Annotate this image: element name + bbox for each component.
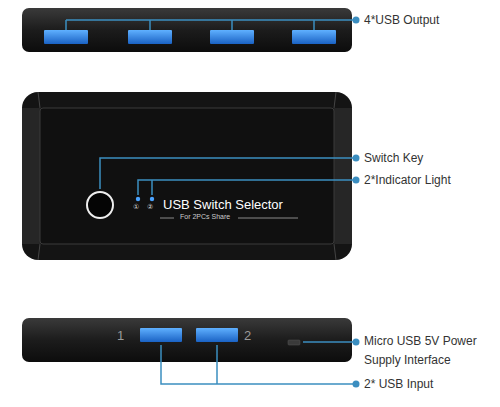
indicator-led [150, 197, 154, 201]
leader-dot [353, 177, 360, 184]
device-corner [38, 92, 336, 260]
device-edge [334, 108, 352, 244]
switch-face: ①② USB Switch SelectorFor 2PCs Share [40, 108, 334, 244]
switch-button [87, 192, 113, 218]
leader-dot [353, 339, 360, 346]
side-panel [22, 8, 352, 52]
usb-port [292, 30, 336, 44]
leader-dot [353, 17, 360, 24]
usb-port [196, 328, 238, 342]
micro-usb-port [288, 340, 300, 345]
input-panel: 12 [22, 318, 352, 362]
port-number: 2 [244, 328, 251, 344]
callout-label: 2*Indicator Light [364, 171, 451, 190]
callout-label: 2* USB Input [364, 375, 433, 394]
indicator-number: ② [147, 203, 153, 211]
leader-dot [353, 381, 360, 388]
leader-line [66, 20, 356, 30]
callout-label: Micro USB 5V Power Supply Interface [364, 332, 494, 370]
leader-line [303, 341, 356, 343]
device-edge [22, 108, 40, 244]
side-panel [22, 318, 352, 362]
usb-port [128, 30, 172, 44]
usb-port [44, 30, 88, 44]
indicator-led [136, 197, 140, 201]
callout-label: 4*USB Output [364, 11, 439, 30]
port-number: 1 [117, 328, 124, 344]
device-body [22, 92, 352, 260]
callout-label: Switch Key [364, 149, 423, 168]
usb-port [140, 328, 182, 342]
product-subtitle: For 2PCs Share [180, 213, 230, 221]
leader-dot [353, 155, 360, 162]
leader-lines [161, 342, 356, 384]
product-name: USB Switch Selector [163, 197, 283, 213]
usb-port [210, 30, 254, 44]
leader-line [138, 180, 356, 195]
leader-lines [100, 158, 356, 195]
leader-lines [66, 20, 356, 30]
indicator-number: ① [133, 203, 139, 211]
leader-line [161, 345, 356, 384]
device-face [40, 108, 334, 244]
